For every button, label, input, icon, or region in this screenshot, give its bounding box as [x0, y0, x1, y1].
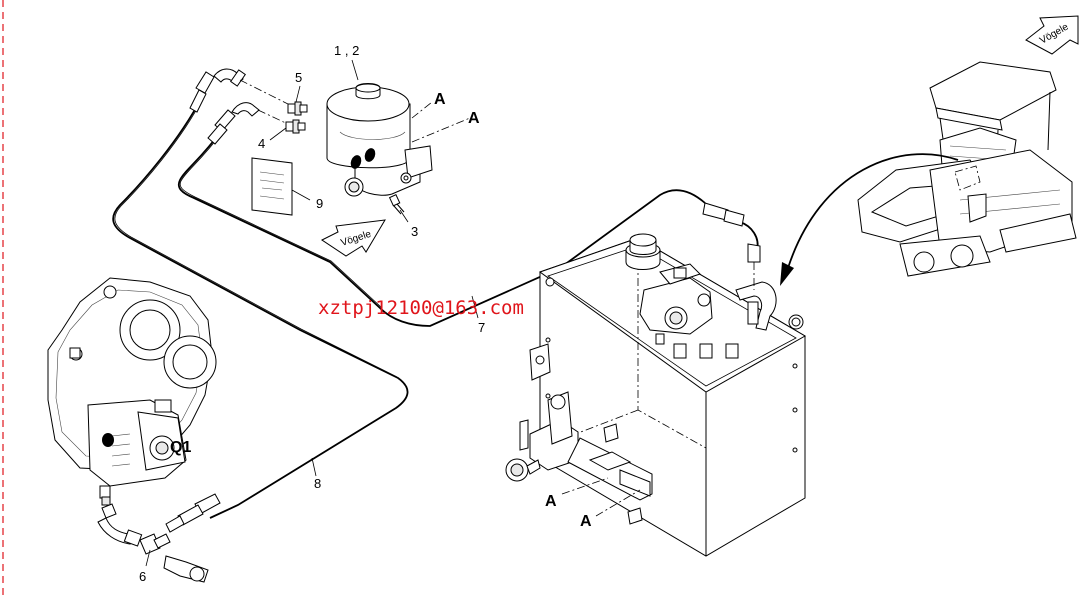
- label-a-bottom-1: A: [545, 493, 557, 510]
- screw-3: [388, 194, 405, 215]
- leader-line: [311, 457, 317, 477]
- label-card-9: [251, 157, 293, 216]
- watermark-text: xztpj12100@163.com: [318, 297, 524, 319]
- alignment-line: [239, 79, 291, 106]
- label-part-5: 5: [295, 70, 302, 85]
- hose-fitting-top-2: [207, 102, 260, 145]
- alignment-line-a: [411, 101, 433, 119]
- label-a-bottom-2: A: [580, 513, 592, 530]
- label-a-top-1: A: [434, 91, 446, 108]
- pump-q1-icon: [47, 277, 217, 506]
- hose-7: [177, 129, 706, 327]
- alignment-line: [257, 109, 291, 126]
- hose-8: [112, 94, 409, 519]
- label-part-7: 7: [478, 320, 485, 335]
- location-arrow: [787, 153, 959, 269]
- label-part-9: 9: [316, 196, 323, 211]
- leader-line: [291, 189, 311, 201]
- leader-line: [351, 59, 359, 81]
- location-arrow-head: [780, 262, 794, 286]
- label-part-3: 3: [411, 224, 418, 239]
- tee-fitting-6: [97, 503, 209, 583]
- label-a-top-2: A: [468, 110, 480, 127]
- hose-8-inner: [114, 95, 398, 378]
- vogele-arrow-icon: Vögele: [1025, 15, 1079, 55]
- hose-fitting-7-end: [702, 202, 761, 263]
- leader-line: [269, 127, 287, 141]
- fitting-5: [287, 101, 308, 116]
- vogele-arrow-icon: Vögele: [321, 219, 386, 257]
- label-q1: Q1: [170, 439, 191, 456]
- leader-line: [399, 209, 409, 223]
- fitting-4: [285, 119, 306, 134]
- hose-7-inner: [179, 130, 382, 308]
- leader-line: [295, 85, 301, 103]
- filter-canister-icon: [326, 83, 433, 197]
- label-part-6: 6: [139, 569, 146, 584]
- label-part-4: 4: [258, 136, 265, 151]
- label-part-1-2: 1 , 2: [334, 43, 359, 58]
- label-part-8: 8: [314, 476, 321, 491]
- hydraulic-tank-icon: [505, 233, 807, 557]
- leader-line: [471, 295, 479, 319]
- alignment-line-a: [411, 117, 471, 143]
- leader-line: [145, 549, 151, 567]
- paver-machine-icon: [857, 61, 1077, 277]
- hose-fitting-8-end: [165, 493, 221, 533]
